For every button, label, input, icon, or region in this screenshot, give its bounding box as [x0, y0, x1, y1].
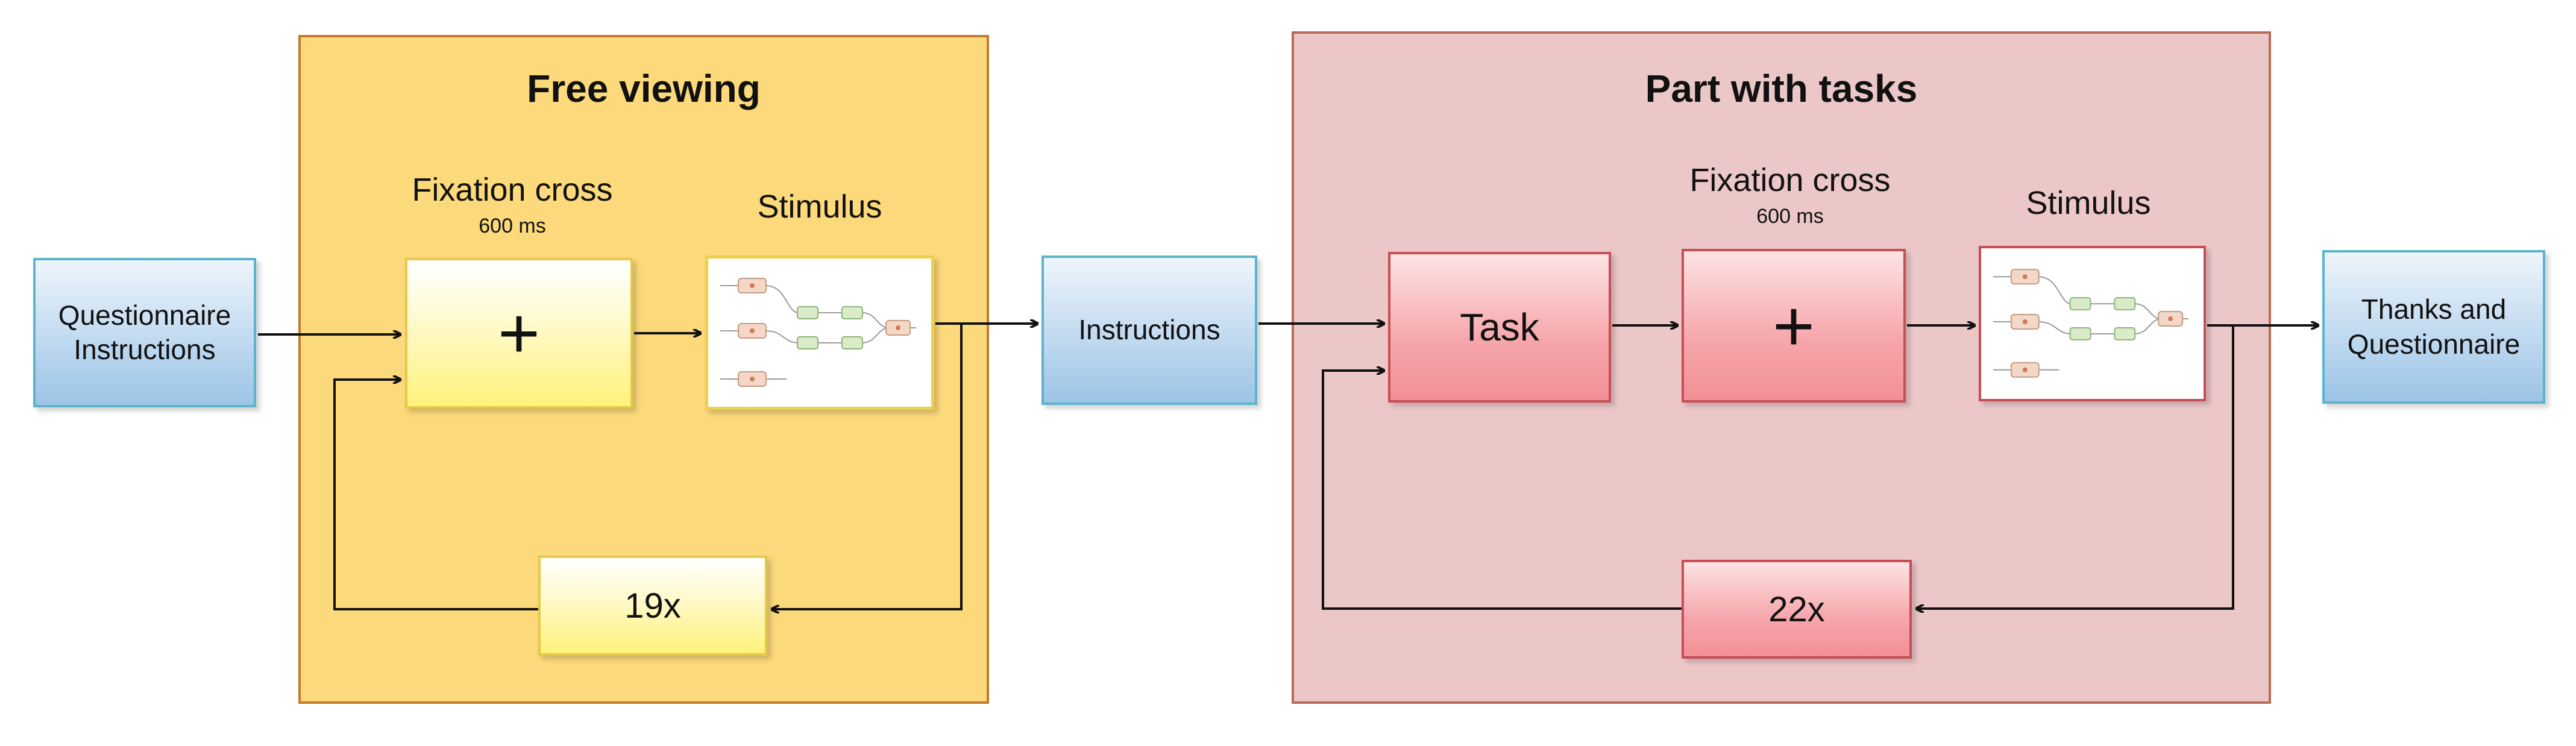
task-label: Task — [1460, 306, 1539, 349]
arrow-tp-repeat-to-task — [1322, 371, 1682, 610]
questionnaire-instructions-box: Questionnaire Instructions — [33, 258, 256, 407]
tp-stimulus-thumbnail — [1993, 269, 2189, 378]
tp-fixation-cross-box: + — [1682, 249, 1906, 403]
thanks-questionnaire-label: Thanks and Questionnaire — [2347, 293, 2521, 360]
tp-fixation-duration: 600 ms — [1756, 205, 1824, 228]
thanks-questionnaire-box: Thanks and Questionnaire — [2322, 250, 2545, 404]
task-part-title: Part with tasks — [1645, 67, 1918, 110]
fv-stimulus-label: Stimulus — [757, 189, 882, 225]
free-viewing-title: Free viewing — [527, 67, 761, 110]
fv-fixation-plus: + — [497, 293, 541, 374]
tp-stimulus-label: Stimulus — [2026, 185, 2151, 221]
arrow-tp-loop-to-repeat — [1916, 325, 2234, 609]
arrow-fv-loop-to-repeat — [771, 324, 963, 609]
fv-fixation-cross-box: + — [405, 258, 633, 409]
arrow-fv-repeat-to-fixation — [333, 380, 538, 610]
instructions-label: Instructions — [1078, 314, 1220, 346]
fv-fixation-label: Fixation cross — [412, 172, 613, 208]
fv-repeat-label: 19x — [624, 586, 681, 625]
questionnaire-instructions-label: Questionnaire Instructions — [58, 299, 231, 366]
tp-fixation-label: Fixation cross — [1689, 162, 1891, 198]
task-box: Task — [1388, 252, 1611, 403]
fv-stimulus-thumbnail — [720, 278, 916, 387]
tp-stimulus-box — [1979, 246, 2206, 401]
tp-fixation-plus: + — [1772, 285, 1815, 366]
fv-repeat-box: 19x — [538, 556, 767, 656]
tp-repeat-box: 22x — [1682, 560, 1912, 659]
instructions-box: Instructions — [1041, 255, 1257, 405]
tp-repeat-label: 22x — [1768, 589, 1825, 629]
fv-stimulus-box — [705, 255, 934, 410]
fv-fixation-duration: 600 ms — [479, 215, 546, 237]
